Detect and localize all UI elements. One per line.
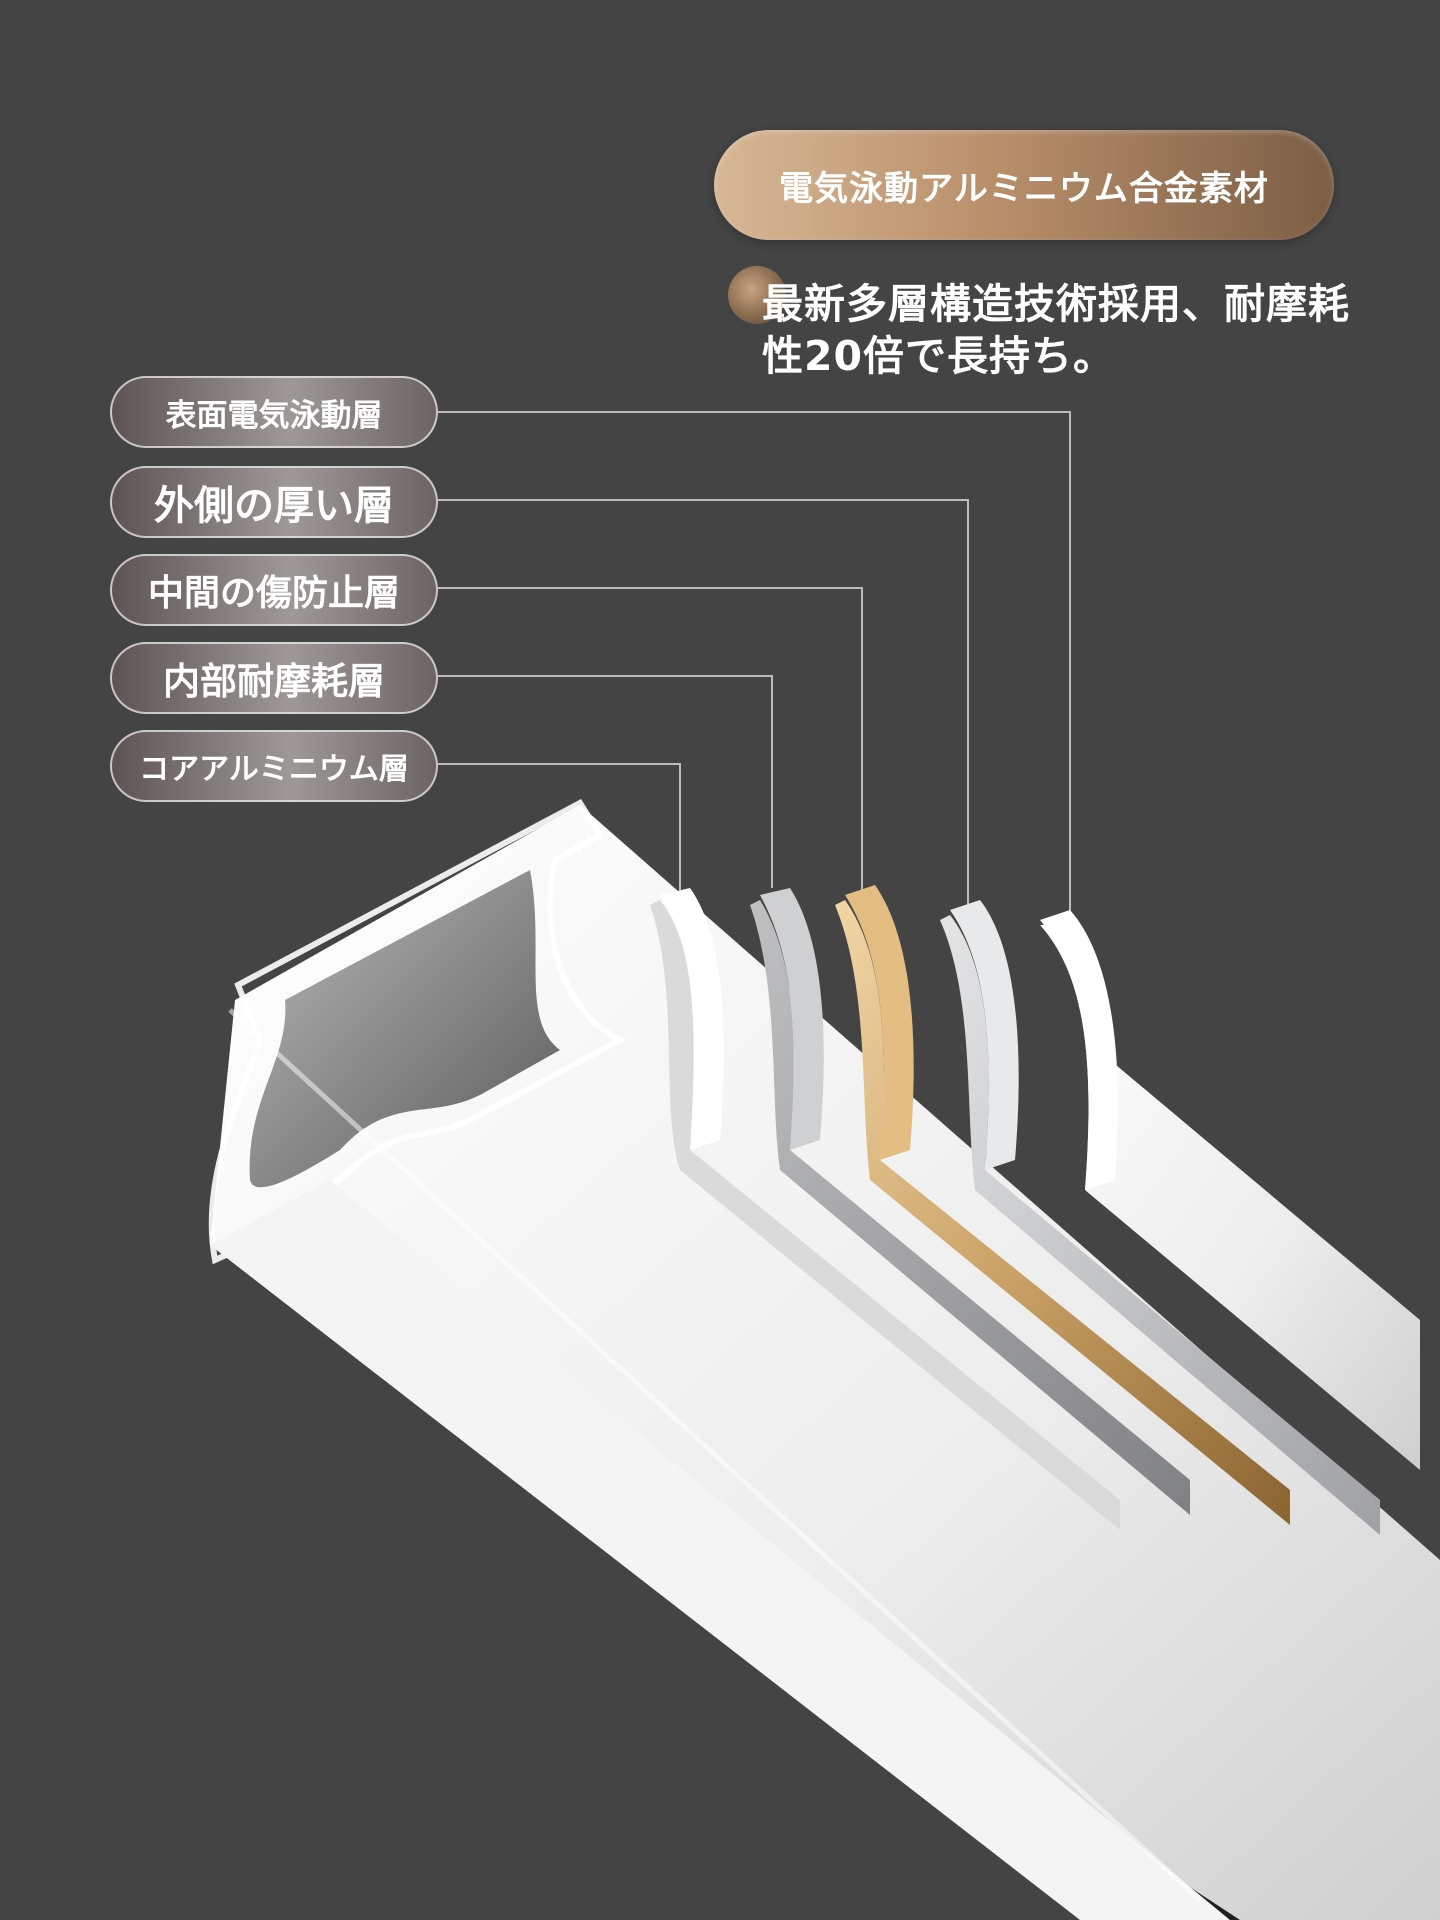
layer-label-text: 表面電気泳動層 <box>165 397 383 434</box>
core-rail-body <box>210 805 1440 1920</box>
layer-inner-slab <box>750 888 1190 1515</box>
layer-label-text: 内部耐摩耗層 <box>163 660 385 703</box>
leader-line-surface <box>438 411 1071 918</box>
tagline-line-1: 最新多層構造技術採用、耐摩耗 <box>762 280 1350 328</box>
core-rail-end-face <box>208 799 627 1265</box>
layer-label-inner: 内部耐摩耗層 <box>110 642 438 714</box>
layer-surface-slab <box>1040 910 1420 1470</box>
layer-label-text: 外側の厚い層 <box>154 483 394 529</box>
bullet-dot-icon <box>728 266 786 324</box>
layer-outer-slab <box>940 900 1380 1535</box>
layer-label-text: 中間の傷防止層 <box>147 573 400 614</box>
material-title: 電気泳動アルミニウム合金素材 <box>779 168 1269 209</box>
rail-highlight <box>228 1008 1202 1902</box>
leader-line-middle <box>438 587 863 896</box>
leader-line-core <box>438 763 681 890</box>
layer-label-outer: 外側の厚い層 <box>110 466 438 538</box>
material-title-pill: 電気泳動アルミニウム合金素材 <box>714 130 1334 240</box>
tagline-line-2: 性20倍で長持ち。 <box>762 332 1116 380</box>
leader-lines <box>438 411 1071 918</box>
layer-label-middle: 中間の傷防止層 <box>110 554 438 626</box>
layer-label-core: コアアルミニウム層 <box>110 730 438 802</box>
layer-label-text: コアアルミニウム層 <box>139 752 409 787</box>
layer-middle-slab <box>835 885 1290 1525</box>
tagline: 最新多層構造技術採用、耐摩耗 性20倍で長持ち。 <box>762 278 1392 382</box>
core-rail-cavity <box>249 870 560 1188</box>
layer-core-slab <box>650 888 1120 1530</box>
layer-label-surface: 表面電気泳動層 <box>110 376 438 448</box>
core-rail-lower-lip <box>210 1180 1230 1920</box>
leader-line-inner <box>438 675 773 888</box>
leader-line-outer <box>438 499 969 908</box>
